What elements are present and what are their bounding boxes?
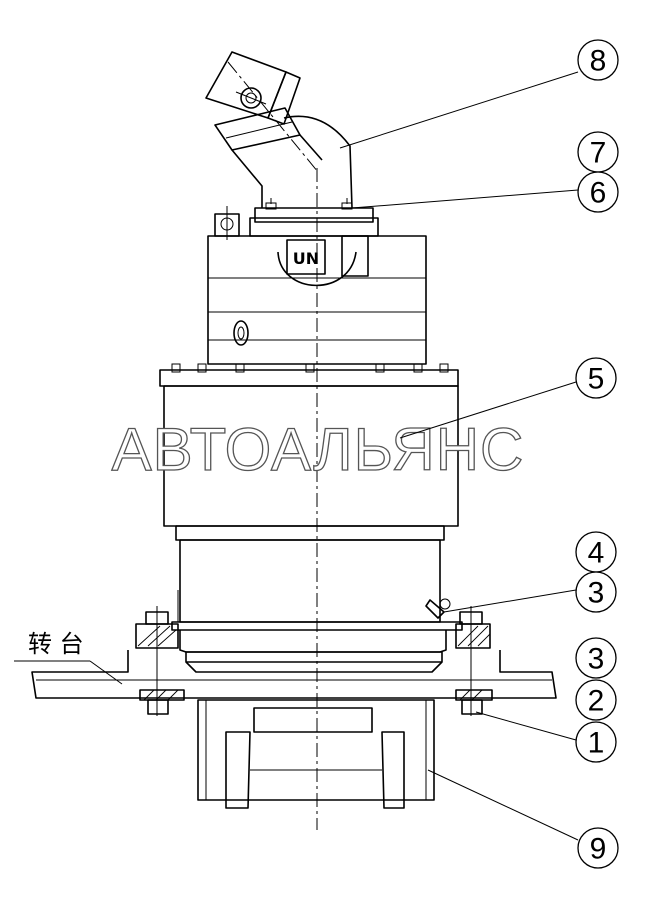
turntable-label: 转 台: [28, 630, 84, 658]
motor-flange: [249, 198, 379, 237]
leader-lines: [339, 71, 579, 841]
output-pinion: [197, 699, 435, 809]
callout-7: 7: [577, 131, 619, 173]
brake-housing: UN: [207, 206, 427, 365]
callout-2: 2: [575, 679, 617, 721]
hydraulic-motor: [205, 51, 353, 209]
callout-3-upper: 3: [575, 571, 617, 613]
callout-4: 4: [575, 531, 617, 573]
svg-text:1: 1: [588, 727, 605, 760]
svg-text:4: 4: [588, 537, 605, 570]
svg-text:UN: UN: [293, 249, 319, 268]
gearbox-top-flange: [159, 363, 459, 387]
callout-1: 1: [575, 721, 617, 763]
callout-8: 8: [577, 39, 619, 81]
watermark-text: АВТОАЛЬЯНС: [112, 416, 525, 483]
callout-9: 9: [577, 827, 619, 869]
svg-text:9: 9: [590, 833, 607, 866]
turntable-plate: [14, 650, 557, 699]
right-bolt-stack: [455, 606, 493, 716]
svg-text:2: 2: [588, 685, 605, 718]
left-bolt-stack: [135, 606, 185, 716]
callout-5: 5: [575, 357, 617, 399]
callout-6: 6: [577, 171, 619, 213]
svg-text:6: 6: [590, 177, 607, 210]
svg-text:3: 3: [588, 577, 605, 610]
svg-text:3: 3: [588, 643, 605, 676]
slewing-bearing: [171, 621, 463, 673]
svg-text:7: 7: [590, 137, 607, 170]
svg-text:8: 8: [590, 45, 607, 78]
callout-3-lower: 3: [575, 637, 617, 679]
svg-text:5: 5: [588, 363, 605, 396]
